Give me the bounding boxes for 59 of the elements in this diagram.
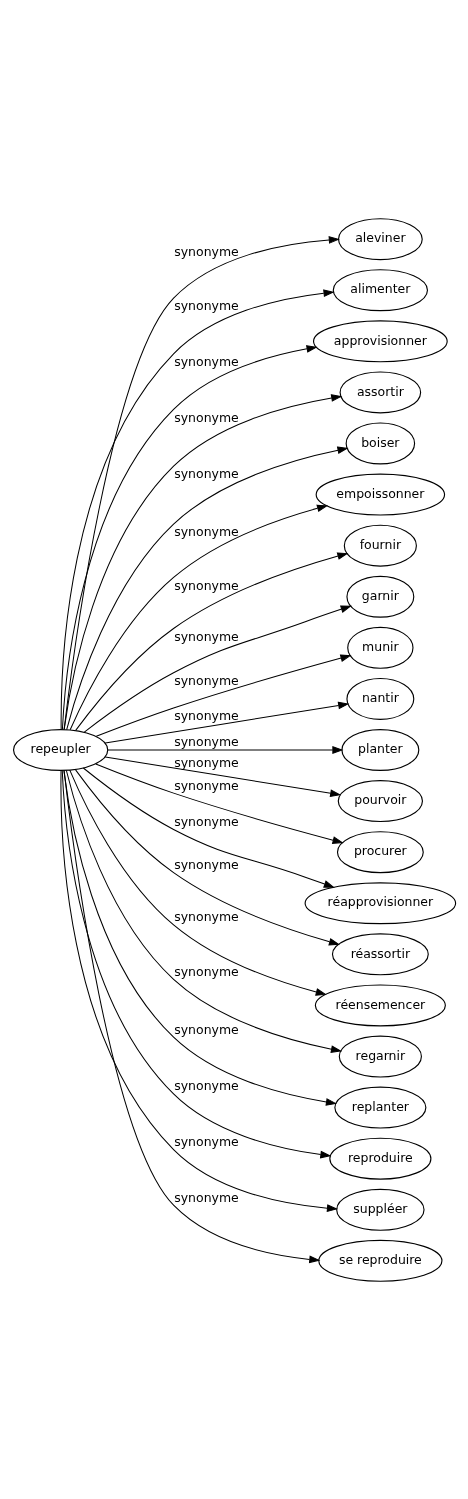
node-ellipse: approvisionner xyxy=(312,319,448,362)
arrow xyxy=(61,769,331,1158)
edge-label: synonyme xyxy=(173,856,239,872)
node-ellipse: procurer xyxy=(336,830,424,873)
node-ellipse: planter xyxy=(340,728,419,771)
arrow xyxy=(63,393,342,730)
edge-label: synonyme xyxy=(173,523,239,539)
node-ellipse: suppléer xyxy=(335,1188,425,1231)
arrow xyxy=(63,769,320,1263)
edge-label: synonyme xyxy=(173,628,239,644)
node-ellipse: garnir xyxy=(345,575,414,618)
node-ellipse: réassortir xyxy=(331,932,429,975)
node-ellipse: replanter xyxy=(333,1086,426,1129)
edge-label: synonyme xyxy=(173,353,239,369)
edge-label: synonyme xyxy=(173,297,239,313)
edge-label: synonyme xyxy=(173,577,239,593)
arrow xyxy=(68,769,327,996)
node-ellipse: pourvoir xyxy=(337,779,423,822)
node-ellipse: repeupler xyxy=(12,728,108,771)
node-ellipse: munir xyxy=(346,626,414,669)
arrow xyxy=(83,605,352,733)
node-ellipse: nantir xyxy=(345,677,414,720)
edge-label: synonyme xyxy=(173,1021,239,1037)
edge-label: synonyme xyxy=(173,813,239,829)
edge-label: synonyme xyxy=(173,777,239,793)
edge-label: synonyme xyxy=(173,908,239,924)
edge-label: synonyme xyxy=(173,465,239,481)
arrow xyxy=(69,504,328,730)
edge-label: synonyme xyxy=(173,963,239,979)
edge-label: synonyme xyxy=(173,1189,239,1205)
node-ellipse: alimenter xyxy=(332,268,428,311)
edge-label: synonyme xyxy=(173,754,239,770)
edge-label: synonyme xyxy=(173,1133,239,1149)
node-ellipse: aleviner xyxy=(337,217,423,260)
node-ellipse: se reproduire xyxy=(317,1239,442,1282)
node-ellipse: fournir xyxy=(343,524,417,567)
arrow xyxy=(82,767,335,888)
arrow xyxy=(61,344,318,730)
edge-label: synonyme xyxy=(173,707,239,723)
node-ellipse: boiser xyxy=(345,422,415,464)
arrow xyxy=(95,653,352,737)
arrow xyxy=(74,768,340,945)
edge-label: synonyme xyxy=(173,243,239,259)
arrow xyxy=(65,445,349,730)
edge-label: synonyme xyxy=(173,409,239,425)
arrow xyxy=(106,745,343,754)
node-ellipse: regarnir xyxy=(338,1035,422,1077)
node-ellipse: reproduire xyxy=(328,1137,431,1180)
arrow xyxy=(62,769,337,1106)
arrow xyxy=(59,769,338,1212)
arrow xyxy=(94,763,344,844)
edge-label: synonyme xyxy=(173,672,239,688)
arrow xyxy=(104,756,341,797)
edge-label: synonyme xyxy=(173,733,239,749)
arrow xyxy=(74,551,348,731)
arrow xyxy=(104,701,349,743)
edge-label: synonyme xyxy=(173,1077,239,1093)
arrow xyxy=(65,769,342,1053)
node-ellipse: assortir xyxy=(339,370,421,413)
